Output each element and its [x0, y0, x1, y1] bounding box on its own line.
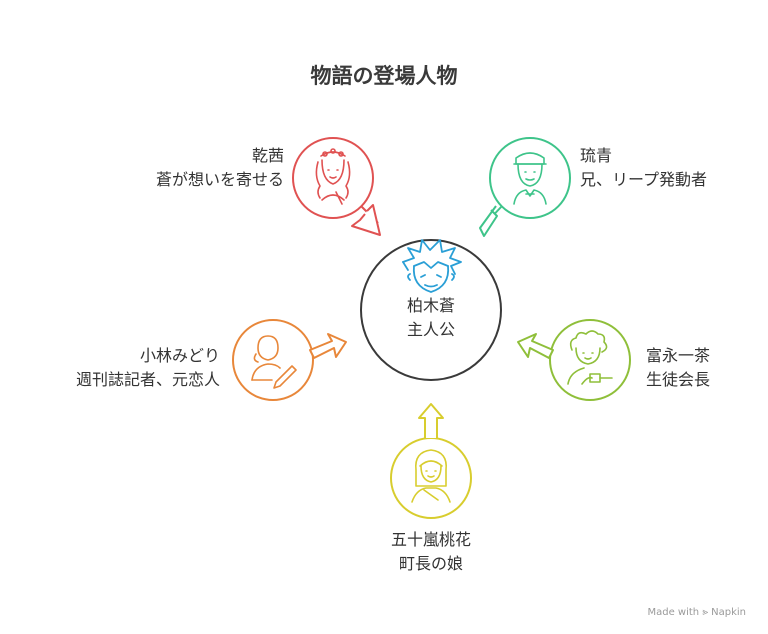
character-role: 町長の娘	[398, 554, 463, 573]
girl-with-scarf-icon	[411, 449, 451, 503]
node-kobayashi-midori	[232, 319, 347, 401]
label-kobayashi-midori: 小林みどり 週刊誌記者、元恋人	[20, 344, 220, 392]
node-igarashi-momoka	[390, 403, 472, 519]
spiky-hair-boy-icon	[402, 239, 462, 293]
center-node	[360, 239, 502, 381]
character-role: 蒼が想いを寄せる	[155, 170, 284, 189]
node-ryusei	[479, 137, 571, 237]
character-name: 小林みどり	[139, 346, 220, 365]
diagram-title: 物語の登場人物	[310, 64, 458, 88]
node-inui-akane	[292, 137, 381, 236]
label-igarashi-momoka: 五十嵐桃花 町長の娘	[361, 528, 501, 576]
label-tominaga-issa: 富永一茶 生徒会長	[646, 344, 710, 392]
character-role: 生徒会長	[646, 370, 711, 389]
napkin-watermark[interactable]: Made with ⪢ Napkin	[647, 607, 746, 618]
center-role: 主人公	[406, 320, 455, 339]
curly-hair-gavel-icon	[567, 330, 613, 385]
label-inui-akane: 乾茜 蒼が想いを寄せる	[100, 144, 284, 192]
center-name: 柏木蒼	[406, 296, 455, 315]
girl-with-headband-icon	[315, 148, 351, 205]
character-name: 乾茜	[251, 146, 284, 165]
character-role: 兄、リープ発動者	[580, 170, 708, 189]
node-tominaga-issa	[517, 319, 631, 401]
reporter-with-pen-icon	[251, 335, 297, 389]
label-ryusei: 琉青 兄、リープ発動者	[580, 144, 707, 192]
character-role: 週刊誌記者、元恋人	[75, 370, 220, 389]
character-name: 富永一茶	[646, 346, 711, 365]
character-name: 五十嵐桃花	[390, 530, 471, 549]
center-label: 柏木蒼 主人公	[381, 294, 481, 342]
character-name: 琉青	[580, 146, 613, 165]
sailor-hat-boy-icon	[513, 152, 547, 205]
